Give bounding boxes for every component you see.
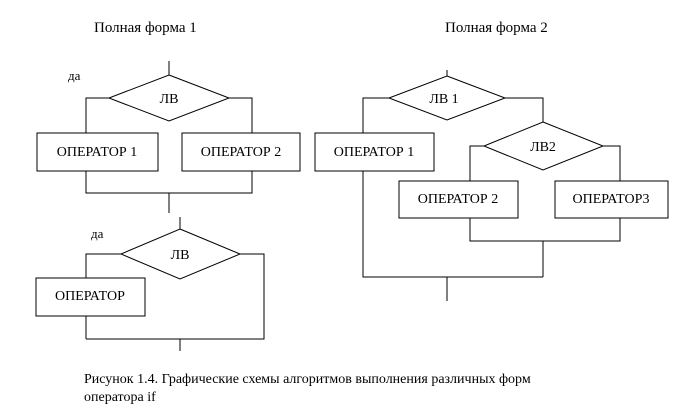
caption-line-2: оператора if — [84, 390, 156, 405]
full-form1-merge-line — [85, 171, 253, 194]
full-form2-no1-line — [505, 97, 544, 122]
short-form-yes-line — [85, 253, 121, 278]
short-form-decision — [119, 228, 242, 280]
short-form-yes-label: да — [91, 226, 104, 241]
full-form1-operator1-box — [36, 132, 159, 172]
full-form1-yes-line — [85, 97, 109, 133]
full-form2-yes1-line — [362, 97, 389, 133]
full-form1-operator2-box — [181, 132, 301, 172]
full-form1-decision-label: ЛВ — [160, 92, 179, 107]
figure-caption: Рисунок 1.4. Графические схемы алгоритмо… — [84, 371, 664, 407]
short-form-decision-label: ЛВ — [171, 248, 190, 263]
full-form2-operator1-label: ОПЕРАТОР 1 — [334, 145, 414, 160]
full-form1-operator2-label: ОПЕРАТОР 2 — [201, 145, 281, 160]
full-form2-operator3-label: ОПЕРАТОР3 — [573, 192, 650, 207]
full-form2-decision1 — [387, 75, 507, 121]
caption-line-1: Рисунок 1.4. Графические схемы алгоритмо… — [84, 372, 531, 387]
short-form-operator-box — [35, 277, 146, 317]
full-form2-outer-merge-line — [362, 171, 543, 278]
full-form2-operator3-box — [554, 180, 669, 219]
full-form2-operator1-box — [314, 132, 435, 172]
full-form2-decision2-label: ЛВ2 — [530, 140, 556, 155]
full-form2-decision2 — [482, 121, 605, 171]
short-form-operator-label: ОПЕРАТОР — [55, 289, 125, 304]
full-form2-operator2-label: ОПЕРАТОР 2 — [418, 192, 498, 207]
full-form2-title: Полная форма 2 — [445, 20, 548, 36]
full-form1-no-line — [229, 97, 253, 133]
full-form1-operator1-label: ОПЕРАТОР 1 — [57, 145, 137, 160]
full-form2-no2-line — [603, 145, 621, 181]
full-form2-decision1-label: ЛВ 1 — [429, 92, 458, 107]
short-form-no-line — [86, 253, 265, 340]
full-form1-decision — [107, 74, 231, 122]
full-form2-inner-merge-line — [469, 218, 621, 242]
full-form1-yes-label: да — [68, 68, 81, 83]
full-form2-yes2-line — [469, 145, 484, 181]
full-form1-title: Полная форма 1 — [94, 20, 197, 36]
full-form2-operator2-box — [398, 180, 519, 219]
